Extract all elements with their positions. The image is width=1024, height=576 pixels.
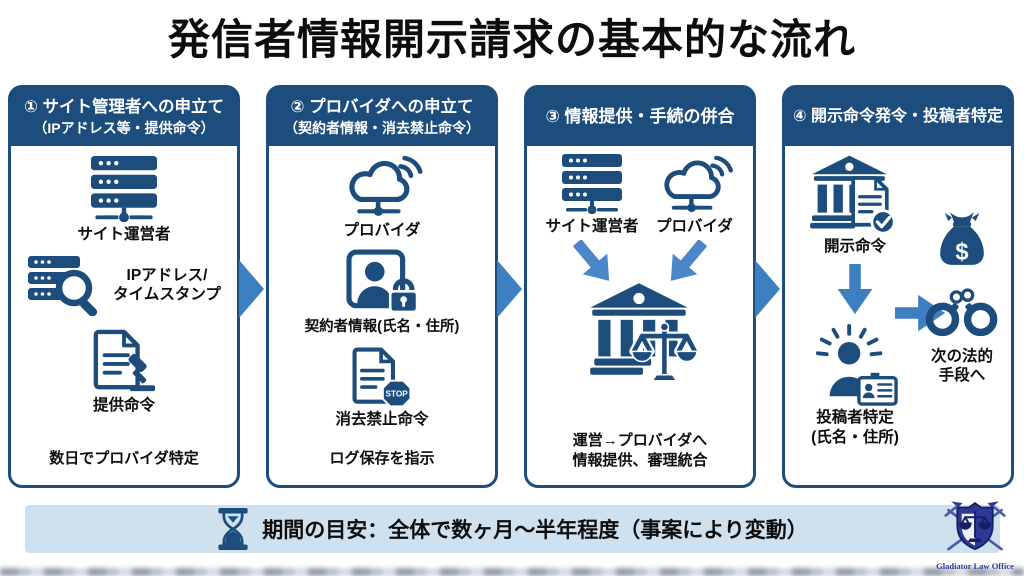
panel-step3: ③ 情報提供・手続の併合 サイト運営者 (524, 85, 756, 488)
panel4-header: ④ 開示命令発令・投稿者特定 (785, 88, 1011, 146)
panel-step4: ④ 開示命令発令・投稿者特定 開示命令 (782, 85, 1014, 488)
provision-order-group: 提供命令 (91, 328, 157, 415)
converging-arrows-icon (573, 240, 707, 282)
person-lock-icon (346, 249, 419, 314)
step3-to-step4-arrow (755, 260, 780, 318)
ip-address-line2: タイムスタンプ (113, 286, 221, 304)
next-legal-label: 次の法的 手段へ (931, 347, 993, 386)
site-operator-label-3: サイト運営者 (545, 218, 639, 235)
cloud-network-icon (663, 155, 733, 213)
next-steps-column: $ 次の法的 手段へ (915, 210, 1009, 386)
site-operator-label: サイト運営者 (77, 226, 171, 243)
panel2-header: ② プロバイダへの申立て （契約者情報・消去禁止命令） (269, 88, 495, 146)
panel3-header: ③ 情報提供・手続の併合 (527, 88, 753, 146)
next-legal-line2: 手段へ (938, 367, 986, 385)
document-gavel-icon (93, 330, 156, 392)
disclosure-order-label: 開示命令 (823, 238, 886, 255)
disclosure-column: 開示命令 (791, 150, 919, 447)
panel-step1: ① サイト管理者への申立て （IPアドレス等・提供命令） サイト運営者 (8, 85, 240, 488)
site-operator-group-3: サイト運営者 (545, 154, 639, 236)
deletion-ban-group: STOP 消去禁止命令 (335, 346, 429, 429)
timeline-bar: 期間の目安：全体で数ヶ月～半年程度（事案により変動） (25, 505, 1000, 553)
provision-order-label: 提供命令 (92, 397, 155, 415)
provider-label-3: プロバイダ (656, 218, 733, 235)
hourglass-icon (218, 508, 248, 550)
identified-person-icon (815, 324, 898, 407)
panel3-footer-line2: 情報提供、審理統合 (572, 451, 708, 469)
step2-to-step3-arrow (497, 260, 522, 318)
poster-identify-label: 投稿者特定 (氏名・住所) (811, 408, 899, 447)
dollar-sign-text: $ (955, 239, 968, 265)
poster-identify-line1: 投稿者特定 (816, 409, 894, 427)
server-search-icon (28, 256, 98, 317)
shield-scales-logo-icon (944, 501, 1006, 551)
law-office-logo: Gladiator Law Office (932, 496, 1018, 571)
court-scales-icon (590, 283, 700, 382)
arrow-down-icon (837, 264, 873, 315)
server-icon (561, 154, 622, 214)
poster-identify-line2: (氏名・住所) (811, 428, 899, 446)
document-stop-icon: STOP (352, 347, 412, 407)
provider-group-3: プロバイダ (655, 154, 735, 236)
law-office-name: Gladiator Law Office (936, 561, 1014, 571)
server-icon (90, 156, 157, 222)
handcuffs-icon (925, 288, 998, 337)
panel3-body: サイト運営者 プロバイダ (527, 146, 753, 485)
ip-address-row: IPアドレス/ タイムスタンプ (27, 254, 221, 317)
panel4-header-line1: ④ 開示命令発令・投稿者特定 (793, 107, 1003, 125)
contract-info-group: 契約者情報(氏名・住所) (304, 249, 460, 336)
panel2-header-line2: （契約者情報・消去禁止命令） (284, 119, 480, 136)
page-title: 発信者情報開示請求の基本的な流れ (167, 16, 856, 63)
timeline-note: 期間の目安：全体で数ヶ月～半年程度（事案により変動） (262, 519, 808, 542)
provider-group: プロバイダ (339, 154, 425, 240)
ip-address-label: IPアドレス/ タイムスタンプ (113, 266, 221, 305)
panel3-footer-note: 運営→プロバイダへ 情報提供、審理統合 (572, 431, 707, 472)
panel-step2: ② プロバイダへの申立て （契約者情報・消去禁止命令） プロバイダ (266, 85, 498, 488)
panel2-footer-note: ログ保存を指示 (329, 449, 435, 467)
court-document-check-icon (810, 155, 896, 235)
step1-to-step2-arrow (239, 260, 264, 318)
bottom-cropped-strip (0, 568, 1024, 576)
panel1-header-line2: （IPアドレス等・提供命令） (33, 119, 215, 136)
provider-label: プロバイダ (343, 222, 421, 239)
money-bag-icon: $ (940, 212, 984, 265)
cloud-network-icon (349, 155, 423, 216)
ip-address-line1: IPアドレス/ (126, 267, 208, 284)
deletion-ban-label: 消去禁止命令 (335, 410, 429, 428)
panel3-header-line1: ③ 情報提供・手続の併合 (545, 106, 735, 126)
stop-sign-text: STOP (385, 389, 408, 398)
site-operator-group: サイト運営者 (77, 156, 171, 244)
parties-row: サイト運営者 プロバイダ (545, 154, 734, 236)
panel1-header-line1: ① サイト管理者への申立て (23, 98, 225, 117)
panel1-body: サイト運営者 IPアドレス/ タイムスタンプ (11, 146, 237, 485)
panel1-footer-note: 数日でプロバイダ特定 (49, 449, 199, 467)
next-legal-line1: 次の法的 (930, 348, 993, 365)
panel1-header: ① サイト管理者への申立て （IPアドレス等・提供命令） (11, 88, 237, 146)
panel4-body: 開示命令 (785, 146, 1011, 485)
panel3-footer-line1: 運営→プロバイダへ (572, 431, 708, 449)
panel2-body: プロバイダ 契約者情報(氏名・住所) STOP (269, 146, 495, 485)
contract-info-label: 契約者情報(氏名・住所) (304, 319, 460, 336)
panel2-header-line1: ② プロバイダへの申立て (290, 98, 474, 117)
